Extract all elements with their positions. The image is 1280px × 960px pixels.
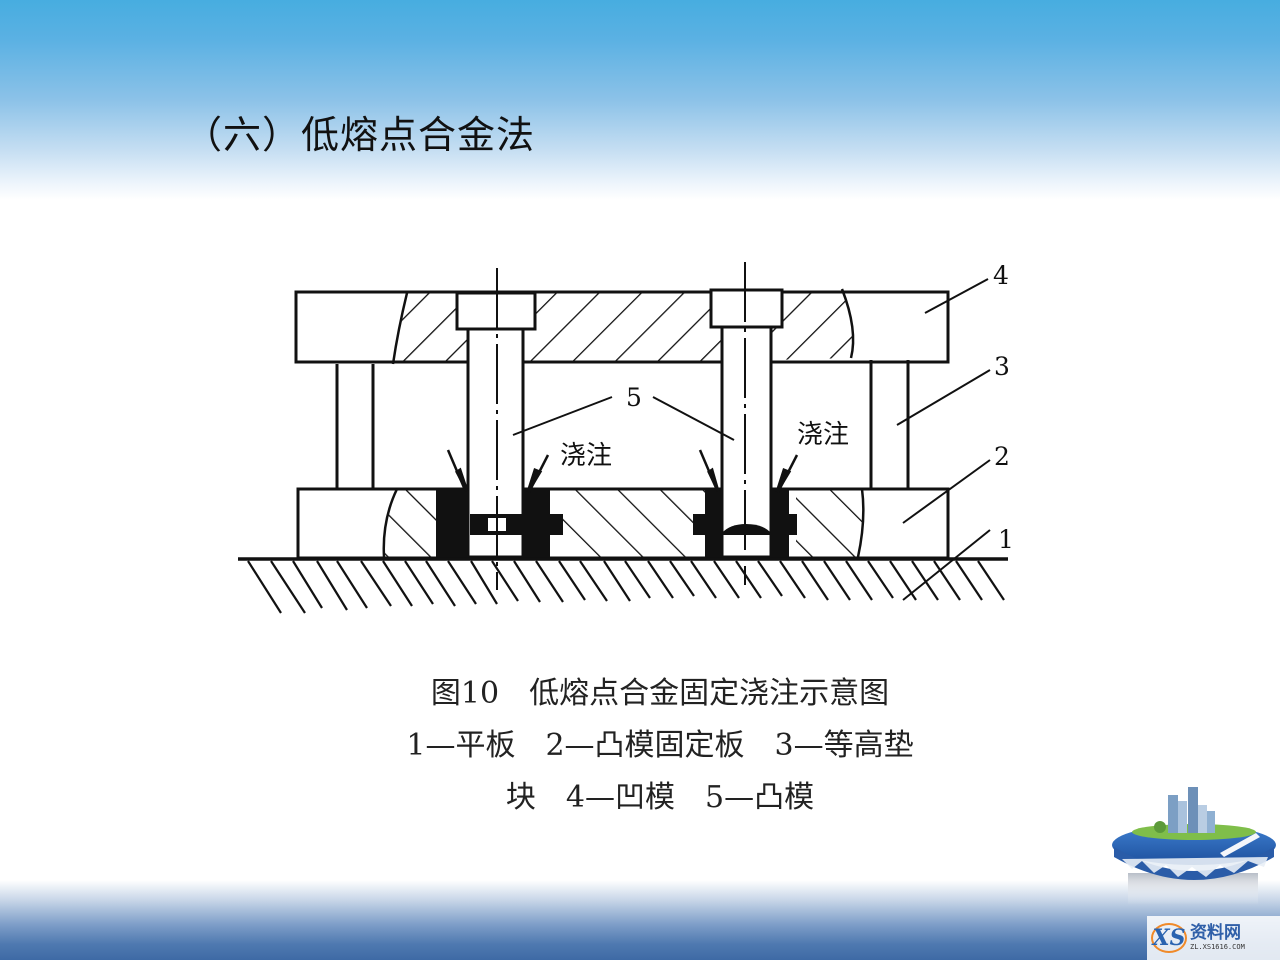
label-pour-right: 浇注 (797, 420, 849, 450)
leader-lines (512, 278, 991, 601)
xs-logo-icon: XS (1151, 923, 1187, 953)
footer-sea-band (0, 880, 1280, 960)
parallel-block-left-3 (335, 364, 375, 489)
caption-line-2: 1—平板 2—凸模固定板 3—等高垫 (406, 728, 914, 763)
caption-line-3: 块 4—凹模 5—凸模 (505, 780, 815, 815)
watermark-name: 资料网 (1190, 923, 1241, 943)
label-part-5: 5 (626, 383, 642, 412)
pour-labels: 浇注 浇注 (560, 420, 849, 471)
watermark-url: ZL.XS1616.COM (1190, 943, 1245, 951)
header-gradient-band (0, 0, 1280, 200)
part-number-labels: 4 3 2 1 5 (626, 261, 1014, 554)
base-plate-1 (238, 557, 1008, 614)
punch-holder-plate-2 (296, 487, 950, 560)
punch-left-5 (436, 268, 563, 590)
pour-arrows (446, 449, 799, 493)
slide-title: （六）低熔点合金法 (184, 113, 536, 157)
parallel-block-right-3 (869, 360, 910, 489)
island-city-decoration (1112, 787, 1276, 905)
label-part-2: 2 (994, 442, 1010, 471)
watermark-logo: XS 资料网 ZL.XS1616.COM (1147, 916, 1280, 960)
label-part-3: 3 (994, 352, 1010, 381)
label-pour-left: 浇注 (560, 441, 612, 471)
label-part-1: 1 (998, 525, 1014, 554)
punch-right-5 (693, 262, 797, 585)
label-part-4: 4 (993, 261, 1009, 290)
figure-caption: 图10 低熔点合金固定浇注示意图 1—平板 2—凸模固定板 3—等高垫 块 4—… (330, 668, 990, 824)
die-plate-4 (294, 288, 950, 365)
caption-line-1: 图10 低熔点合金固定浇注示意图 (430, 676, 890, 711)
